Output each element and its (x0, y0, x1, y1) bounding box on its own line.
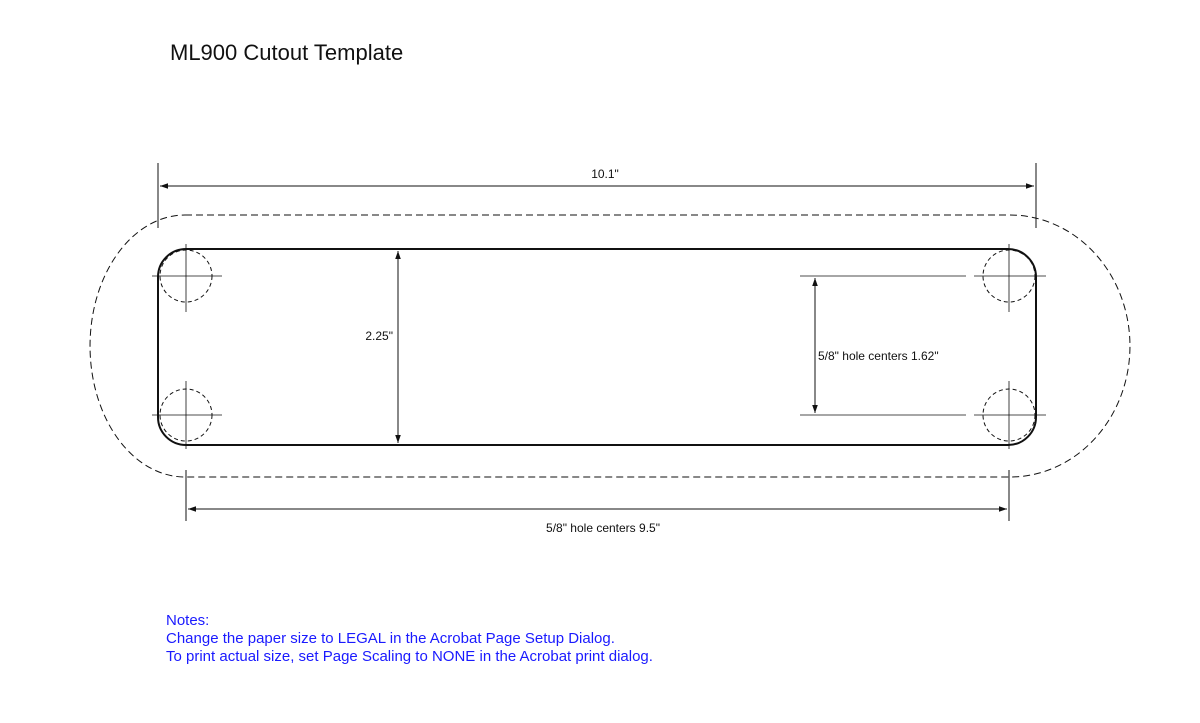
mounting-hole-top-left (152, 244, 222, 312)
overall-length-label: 10.1" (591, 167, 619, 181)
height-label: 2.25" (365, 329, 393, 343)
horizontal-hole-centers-dimension: 5/8" hole centers 9.5" (185, 470, 1010, 535)
vertical-hole-centers-dimension: 5/8" hole centers 1.62" (800, 275, 966, 416)
notes-heading: Notes: (166, 612, 210, 629)
overall-length-dimension: 10.1" (157, 163, 1037, 228)
cutout-rectangle (157, 248, 1037, 446)
mounting-hole-top-right (974, 244, 1046, 312)
mounting-hole-bottom-left (152, 381, 222, 449)
clearance-outline (89, 214, 1131, 478)
notes-block: Notes: Change the paper size to LEGAL in… (166, 612, 653, 666)
vertical-hole-centers-label: 5/8" hole centers 1.62" (818, 349, 939, 363)
note-line-paper-size: Change the paper size to LEGAL in the Ac… (166, 630, 615, 647)
mounting-hole-bottom-right (974, 381, 1046, 449)
horizontal-hole-centers-label: 5/8" hole centers 9.5" (546, 521, 660, 535)
height-dimension: 2.25" (365, 251, 401, 443)
note-line-page-scaling: To print actual size, set Page Scaling t… (166, 648, 653, 665)
page-title: ML900 Cutout Template (170, 40, 404, 65)
